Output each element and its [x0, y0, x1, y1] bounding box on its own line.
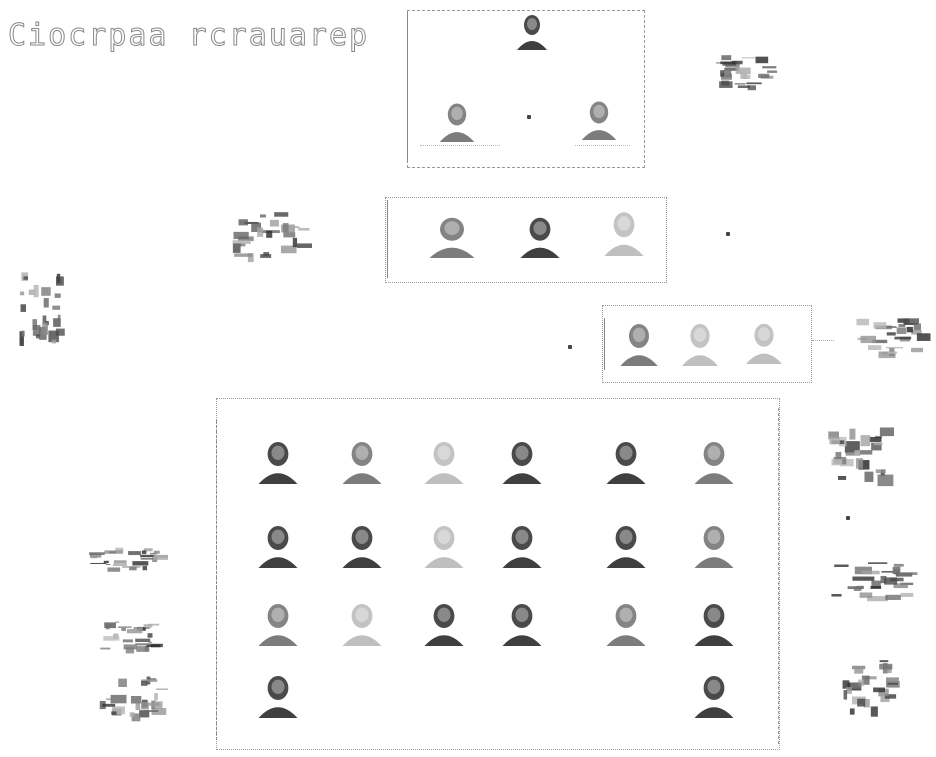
grid-portrait[interactable]	[336, 598, 388, 646]
portrait-row3-1[interactable]	[614, 318, 664, 366]
portrait-top-center[interactable]	[512, 10, 552, 50]
photo-right-3[interactable]	[842, 660, 902, 720]
grid-portrait[interactable]	[688, 670, 740, 718]
group-frame-row2-divider	[387, 200, 388, 278]
portrait-top-right[interactable]	[576, 96, 622, 140]
grid-portrait[interactable]	[600, 436, 652, 484]
grid-portrait[interactable]	[496, 520, 548, 568]
group-frame-grid-left-border	[216, 420, 217, 740]
grid-portrait[interactable]	[252, 598, 304, 646]
grid-portrait[interactable]	[252, 670, 304, 718]
photo-left-low-1[interactable]	[88, 546, 168, 572]
photo-row3-right[interactable]	[856, 316, 932, 360]
grid-portrait[interactable]	[336, 436, 388, 484]
grid-portrait[interactable]	[418, 436, 470, 484]
grid-portrait[interactable]	[688, 436, 740, 484]
grid-portrait[interactable]	[688, 520, 740, 568]
portrait-top-left[interactable]	[434, 98, 480, 142]
portrait-row2-2[interactable]	[514, 212, 566, 258]
grid-portrait[interactable]	[252, 436, 304, 484]
page-title: Ciocrpaa rcrauarep	[8, 18, 369, 53]
group-frame-top-divider	[407, 12, 408, 162]
grid-portrait[interactable]	[418, 520, 470, 568]
grid-portrait[interactable]	[688, 598, 740, 646]
photo-top-right[interactable]	[714, 55, 780, 93]
grid-portrait[interactable]	[252, 520, 304, 568]
connector-dot	[527, 115, 531, 119]
grid-portrait[interactable]	[496, 436, 548, 484]
portrait-row3-2[interactable]	[676, 318, 724, 366]
connector-dot	[846, 516, 850, 520]
portrait-row2-3[interactable]	[598, 206, 650, 256]
portrait-row2-1[interactable]	[422, 212, 482, 258]
grid-portrait[interactable]	[336, 520, 388, 568]
portrait-row3-3[interactable]	[740, 318, 788, 364]
caption-line	[420, 145, 500, 146]
photo-left-low-2[interactable]	[100, 620, 170, 654]
connector-line	[812, 340, 834, 341]
photo-right-1[interactable]	[826, 425, 894, 489]
photo-far-left[interactable]	[18, 268, 66, 356]
grid-portrait[interactable]	[496, 598, 548, 646]
grid-portrait[interactable]	[600, 520, 652, 568]
grid-portrait[interactable]	[418, 598, 470, 646]
photo-left-low-3[interactable]	[98, 676, 168, 722]
caption-line	[575, 145, 630, 146]
connector-dot	[568, 345, 572, 349]
grid-portrait[interactable]	[600, 598, 652, 646]
photo-left-row2[interactable]	[232, 212, 312, 264]
connector-dot	[726, 232, 730, 236]
group-frame-grid-right-border	[778, 408, 779, 744]
photo-right-2[interactable]	[828, 562, 922, 604]
group-frame-row3-divider	[604, 318, 605, 370]
